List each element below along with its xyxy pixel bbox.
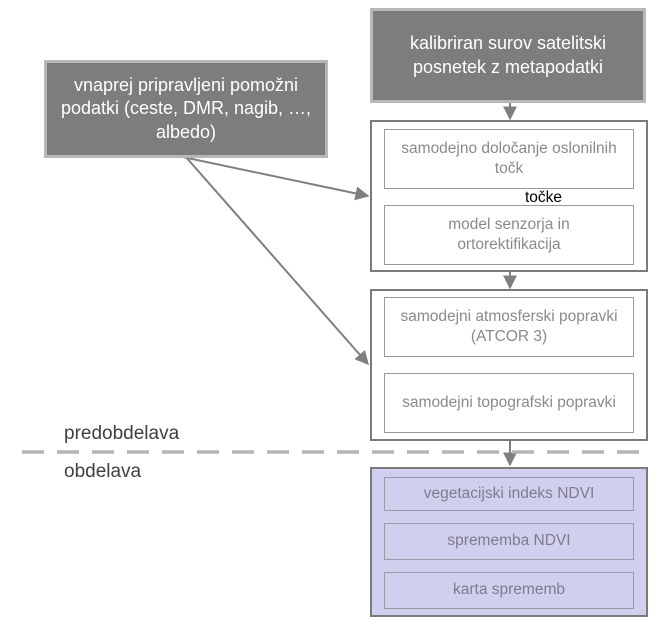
ndvi-step-label: vegetacijski indeks NDVI bbox=[423, 484, 595, 502]
auxiliary-input-label: vnaprej pripravljeni pomožni podatki (ce… bbox=[60, 74, 312, 142]
ndvi-step: vegetacijski indeks NDVI bbox=[384, 477, 634, 511]
ortho-step-label: model senzorja in ortorektifikacija bbox=[448, 215, 570, 253]
arrow-aux-to-geometric bbox=[177, 155, 370, 201]
processing-phase-label: obdelava bbox=[64, 461, 142, 482]
ndvi-change-step-label: sprememba NDVI bbox=[447, 532, 571, 550]
ortho-step: model senzorja in ortorektifikacija bbox=[384, 205, 634, 265]
topographic-step-label: samodejni topografski popravki bbox=[402, 393, 616, 411]
satellite-input-box: kalibriran surov satelitski posnetek z m… bbox=[370, 8, 646, 103]
gcp-step-label: samodejno določanje oslonilnih točk bbox=[401, 139, 617, 177]
satellite-input-label: kalibriran surov satelitski posnetek z m… bbox=[409, 33, 607, 77]
ndvi-change-step: sprememba NDVI bbox=[384, 523, 634, 560]
change-map-step: karta sprememb bbox=[384, 572, 634, 609]
gcp-output-label: točke bbox=[525, 189, 563, 207]
change-map-step-label: karta sprememb bbox=[453, 581, 565, 599]
atmospheric-step-label: samodejni atmosferski popravki (ATCOR 3) bbox=[400, 307, 618, 345]
preprocessing-phase-label: predobdelava bbox=[64, 423, 180, 444]
auxiliary-input-box: vnaprej pripravljeni pomožni podatki (ce… bbox=[44, 60, 328, 158]
topographic-step: samodejni topografski popravki bbox=[384, 373, 634, 433]
atmospheric-step: samodejni atmosferski popravki (ATCOR 3) bbox=[384, 297, 634, 357]
gcp-step: samodejno določanje oslonilnih točk bbox=[384, 129, 634, 189]
arrow-aux-to-radiometric bbox=[184, 155, 369, 366]
